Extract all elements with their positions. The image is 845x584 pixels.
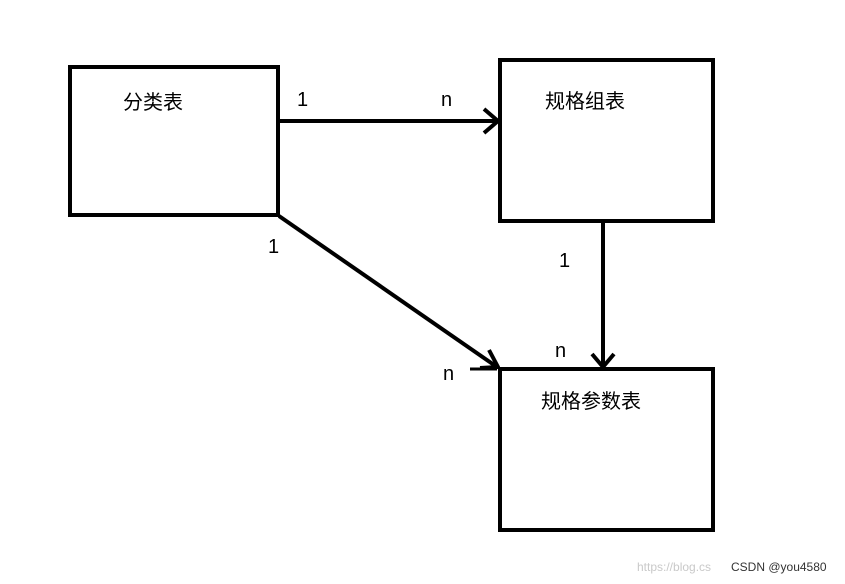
card-category-param-to: n [443, 363, 454, 385]
spec-param-box [498, 367, 715, 532]
spec-group-box [498, 58, 715, 223]
card-group-param-from: 1 [559, 250, 570, 272]
spec-group-title: 规格组表 [545, 89, 625, 113]
card-category-param-from: 1 [268, 236, 279, 258]
arrowhead-group-to-param [590, 352, 616, 369]
arrowhead-category-to-group [482, 107, 500, 135]
category-title: 分类表 [123, 90, 183, 114]
arrow-category-to-param [277, 214, 499, 369]
card-category-group-from: 1 [297, 89, 308, 111]
card-category-group-to: n [441, 89, 452, 111]
watermark-url: https://blog.cs [637, 560, 711, 574]
card-group-param-to: n [555, 340, 566, 362]
spec-param-title: 规格参数表 [541, 389, 641, 413]
watermark-author: CSDN @you4580 [731, 560, 827, 574]
category-box [68, 65, 280, 217]
